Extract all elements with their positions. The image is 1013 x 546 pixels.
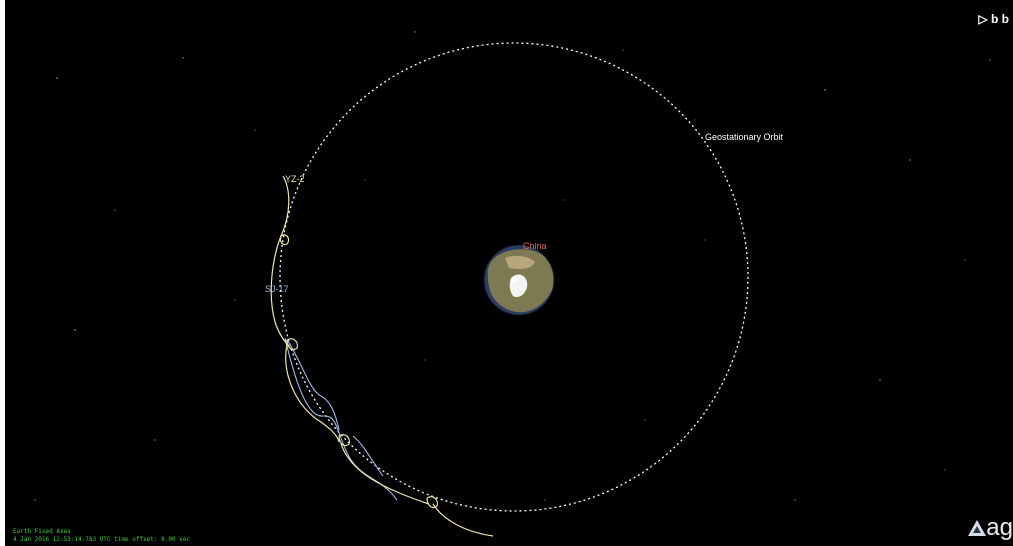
status-line-time: 4 Jan 2016 12:53:14.783 UTC time offset:… — [13, 536, 191, 543]
status-line-axes: Earth Fixed Axes — [13, 528, 71, 535]
geostationary-orbit-ring[interactable] — [279, 42, 749, 512]
agi-logo-text: ag — [986, 514, 1013, 541]
yz-2-ground-track[interactable] — [270, 175, 494, 537]
agi-logo: ag — [968, 514, 1013, 542]
3d-viewport[interactable]: Geostationary Orbit China — [5, 0, 1013, 546]
geostationary-orbit-label[interactable]: Geostationary Orbit — [705, 132, 784, 142]
map-provider-logo: ▷ b b — [978, 12, 1009, 26]
orbit-scene[interactable]: Geostationary Orbit China — [5, 0, 1013, 546]
status-overlay: Earth Fixed Axes 4 Jan 2016 12:53:14.783… — [13, 528, 190, 544]
sj-17-label[interactable]: SJ-17 — [265, 284, 289, 294]
starfield — [34, 31, 991, 501]
agi-triangle-icon — [968, 520, 987, 536]
sj-17-ground-track[interactable] — [284, 337, 398, 501]
china-label[interactable]: China — [523, 241, 547, 251]
brand-text: b b — [991, 12, 1009, 26]
earth-globe[interactable] — [483, 244, 555, 316]
bing-icon: ▷ — [978, 12, 988, 26]
yz-2-label[interactable]: YZ-2 — [285, 174, 305, 184]
